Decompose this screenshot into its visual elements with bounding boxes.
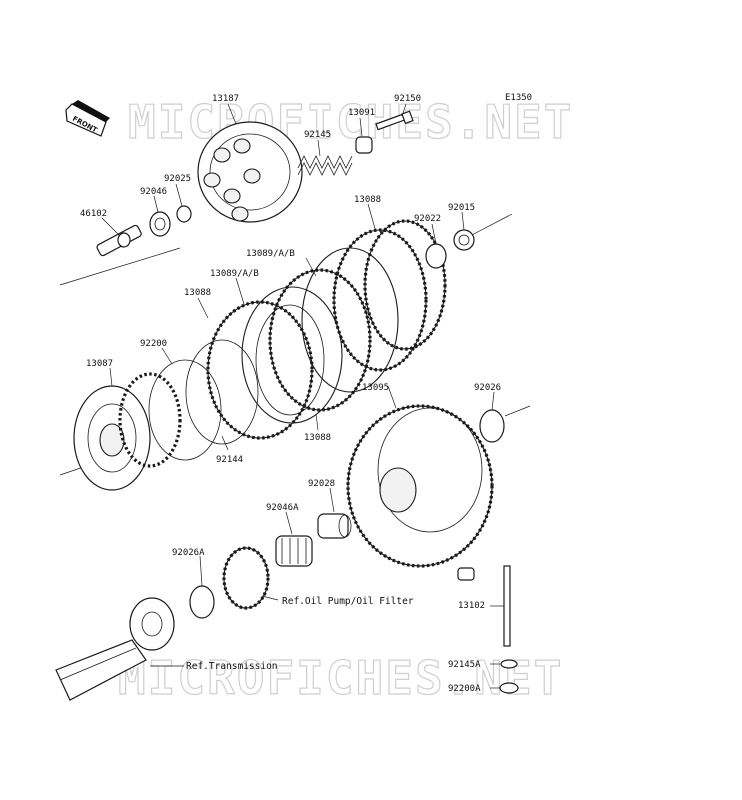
label-92200A: 92200A — [448, 684, 481, 694]
nut-92015 — [453, 229, 475, 251]
label-13095: 13095 — [362, 383, 389, 393]
label-13089-a: 13089/A/B — [246, 249, 295, 259]
label-92026A: 92026A — [172, 548, 205, 558]
washer-92022 — [425, 243, 447, 269]
washer-92025 — [176, 205, 192, 223]
label-46102: 46102 — [80, 209, 107, 219]
pressure-plate-13187 — [197, 121, 303, 223]
label-92026: 92026 — [474, 383, 501, 393]
pushrod-46102 — [96, 224, 142, 257]
label-92015: 92015 — [448, 203, 475, 213]
leader-lines — [101, 103, 504, 689]
part-labels: 13187 92150 13091 92145 92025 92046 4610… — [80, 94, 501, 694]
sleeve-92028 — [317, 513, 352, 539]
diagram-code: E1350 — [505, 93, 532, 103]
bolt-92150 — [375, 110, 414, 131]
label-92025: 92025 — [164, 174, 191, 184]
label-92028: 92028 — [308, 479, 335, 489]
label-92144: 92144 — [216, 455, 243, 465]
oil-pump-gear — [222, 546, 270, 610]
clutch-hub-13087 — [73, 372, 182, 491]
watermark-top: MICROFICHES.NET — [128, 95, 573, 149]
spring-92145 — [297, 155, 353, 176]
lever-13102 — [457, 565, 519, 694]
washer-92026A — [189, 585, 215, 619]
clutch-housing-13095 — [346, 404, 494, 568]
label-92145A: 92145A — [448, 660, 481, 670]
label-13102: 13102 — [458, 601, 485, 611]
ring-92200 — [148, 359, 222, 461]
label-13088-bottom: 13088 — [304, 433, 331, 443]
ref-oil-pump: Ref.Oil Pump/Oil Filter — [282, 596, 414, 607]
label-92150: 92150 — [394, 94, 421, 104]
label-13091: 13091 — [348, 108, 375, 118]
label-13187: 13187 — [212, 94, 239, 104]
label-13088-left: 13088 — [184, 288, 211, 298]
label-13089-b: 13089/A/B — [210, 269, 259, 279]
washer-92026 — [479, 409, 505, 443]
ref-transmission: Ref.Transmission — [186, 661, 278, 672]
clutch-plates — [206, 219, 447, 440]
label-13087: 13087 — [86, 359, 113, 369]
front-arrow-icon: FRONT — [65, 100, 110, 137]
watermark-bottom: MICROFICHES.NET — [118, 651, 563, 705]
label-92200: 92200 — [140, 339, 167, 349]
needle-bearing-92046A — [275, 535, 313, 567]
transmission-shaft — [55, 597, 175, 701]
label-92046: 92046 — [140, 187, 167, 197]
spring-92144 — [185, 339, 259, 445]
spacer-13091 — [355, 136, 373, 154]
label-92022: 92022 — [414, 214, 441, 224]
label-13088-top: 13088 — [354, 195, 381, 205]
label-92145: 92145 — [304, 130, 331, 140]
bearing-92046 — [149, 211, 171, 237]
label-92046A: 92046A — [266, 503, 299, 513]
axis-lines — [59, 213, 531, 476]
